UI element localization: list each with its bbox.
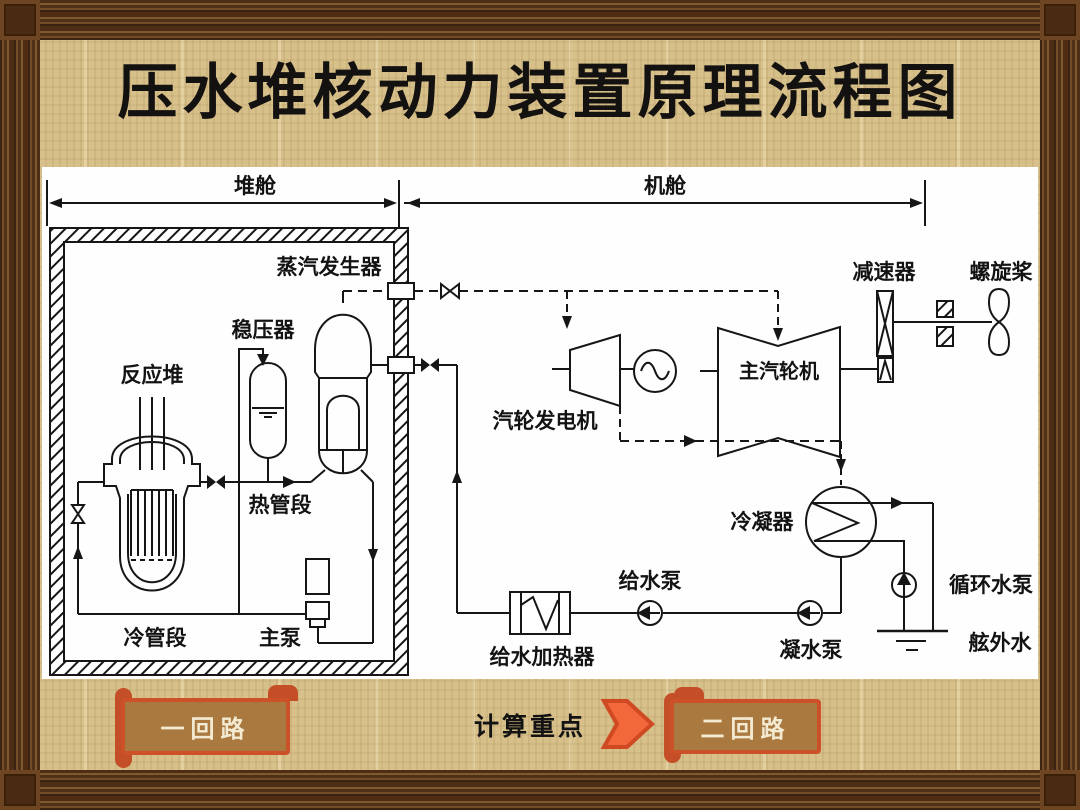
propeller bbox=[987, 287, 1011, 357]
secondary-loop-banner: 二回路 bbox=[664, 687, 828, 767]
label-cold-leg: 冷管段 bbox=[124, 626, 187, 650]
feedwater-piping bbox=[414, 358, 510, 614]
frame-left bbox=[0, 0, 40, 810]
condensate-pump bbox=[797, 600, 823, 626]
label-reducer: 减速器 bbox=[853, 260, 917, 284]
label-main-pump: 主泵 bbox=[259, 627, 301, 650]
calculation-focus-label: 计算重点 bbox=[473, 713, 586, 741]
frame-top bbox=[0, 0, 1080, 40]
page-title: 压水堆核动力装置原理流程图 bbox=[117, 60, 963, 126]
scroll-curl-icon bbox=[674, 687, 704, 702]
containment-wall bbox=[49, 227, 409, 676]
main-turbine bbox=[700, 325, 878, 459]
label-condensate-pump: 凝水泵 bbox=[780, 638, 843, 662]
circulating-pump bbox=[891, 572, 917, 598]
primary-piping bbox=[70, 469, 378, 644]
frame-right bbox=[1040, 0, 1080, 810]
label-steam-generator: 蒸汽发生器 bbox=[277, 255, 383, 279]
label-feedwater-heater: 给水加热器 bbox=[490, 645, 596, 669]
feed-pump bbox=[637, 600, 663, 626]
label-outboard-water: 舷外水 bbox=[969, 631, 1033, 655]
label-reactor: 反应堆 bbox=[121, 363, 184, 387]
primary-loop-banner: 一回路 bbox=[115, 685, 298, 770]
sea-water-symbol bbox=[877, 629, 948, 651]
label-pressurizer: 稳压器 bbox=[232, 318, 296, 342]
label-hot-leg: 热管段 bbox=[249, 493, 312, 517]
gearbox bbox=[876, 290, 992, 383]
shaft-bearing bbox=[936, 300, 954, 347]
feedwater-heater bbox=[509, 591, 571, 635]
exhaust-steam-piping bbox=[619, 406, 846, 485]
condenser bbox=[805, 486, 934, 631]
primary-loop-label: 一回路 bbox=[121, 698, 290, 755]
frame-corner bbox=[0, 770, 40, 810]
generator bbox=[633, 349, 677, 393]
label-turbo-generator: 汽轮发电机 bbox=[493, 409, 598, 433]
frame-corner bbox=[1040, 770, 1080, 810]
chevron-right-icon bbox=[600, 699, 655, 749]
main-pump bbox=[305, 558, 330, 628]
scroll-curl-icon bbox=[268, 685, 298, 701]
frame-bottom bbox=[0, 770, 1080, 810]
label-condenser: 冷凝器 bbox=[731, 510, 795, 534]
compartment-dimension-lines bbox=[46, 180, 926, 241]
label-circulating-pump: 循环水泵 bbox=[949, 573, 1033, 597]
label-reactor-compartment: 堆舱 bbox=[234, 174, 277, 198]
label-machinery-compartment: 机舱 bbox=[644, 174, 687, 198]
reactor-vessel bbox=[103, 397, 201, 592]
steam-generator-vessel bbox=[314, 291, 388, 475]
frame-corner bbox=[0, 0, 40, 40]
pressurizer-vessel bbox=[238, 348, 287, 614]
label-main-turbine: 主汽轮机 bbox=[739, 359, 819, 383]
secondary-loop-label: 二回路 bbox=[670, 699, 821, 754]
label-propeller: 螺旋桨 bbox=[970, 260, 1034, 284]
frame-corner bbox=[1040, 0, 1080, 40]
label-feed-pump: 给水泵 bbox=[619, 569, 682, 593]
aux-turbine bbox=[552, 333, 634, 408]
